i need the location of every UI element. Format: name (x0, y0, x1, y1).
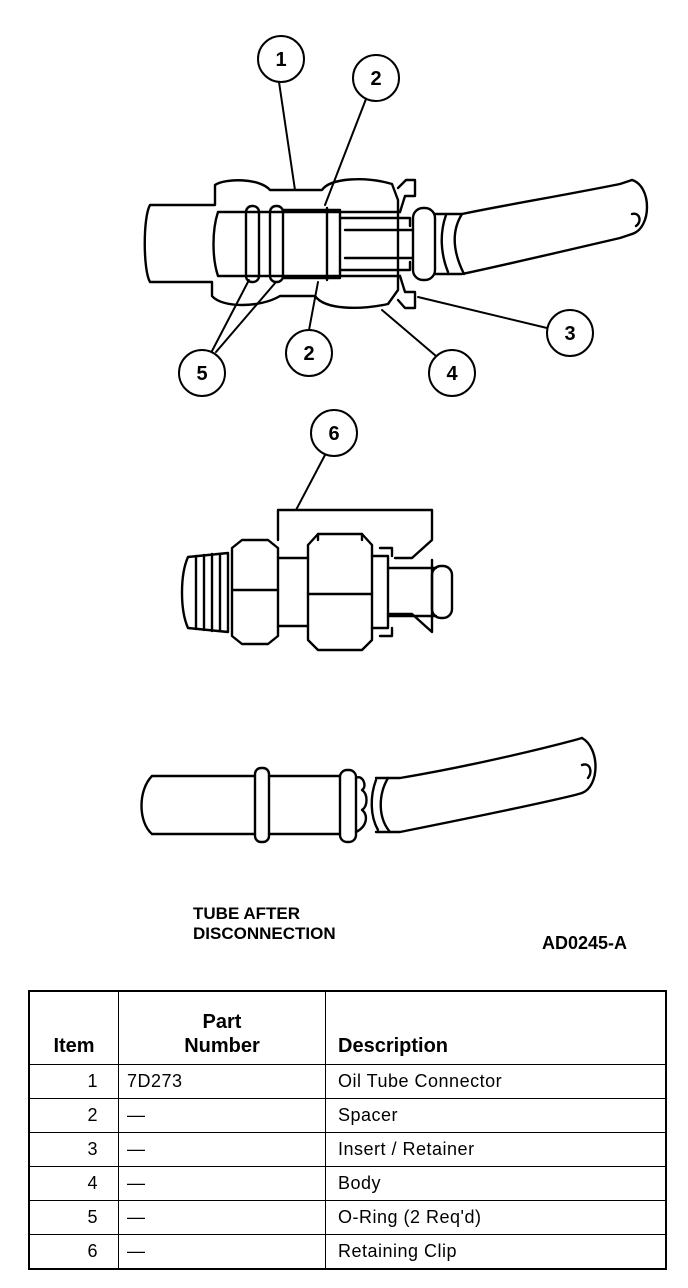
callout-label: 2 (370, 68, 381, 90)
row-part-number: — (118, 1098, 326, 1133)
callout-label: 6 (328, 423, 339, 445)
callout-labels: 1 2 2 3 4 5 6 (196, 49, 575, 445)
callout-group (178, 35, 594, 511)
connector-diagram: 1 2 2 3 4 5 6 (140, 35, 649, 844)
figure-code: AD0245-A (542, 933, 628, 953)
parts-table: Item Part Number Description 1 7D273 Oil… (28, 990, 667, 1270)
table-row: 1 7D273 Oil Tube Connector (28, 1064, 667, 1099)
header-item: Item (28, 990, 119, 1065)
callout-1 (257, 35, 305, 83)
table-row: 3 — Insert / Retainer (28, 1132, 667, 1167)
table-row: 4 — Body (28, 1166, 667, 1201)
header-part-number: Part Number (118, 990, 326, 1065)
retaining-clip-drawing (180, 508, 454, 652)
table-row: 2 — Spacer (28, 1098, 667, 1133)
row-item: 4 (28, 1166, 119, 1201)
callout-label: 2 (303, 343, 314, 365)
caption-line: DISCONNECTION (193, 924, 336, 943)
header-part-number-line: Part (202, 1011, 242, 1033)
table-row: 6 — Retaining Clip (28, 1234, 667, 1270)
row-part-number: — (118, 1132, 326, 1167)
row-description: Body (325, 1166, 667, 1201)
row-part-number: — (118, 1234, 326, 1270)
header-description: Description (325, 990, 667, 1065)
callout-2-top (352, 54, 400, 102)
callout-6 (310, 409, 358, 457)
row-description: Retaining Clip (325, 1234, 667, 1270)
disconnected-tube-drawing (140, 736, 597, 844)
row-item: 1 (28, 1064, 119, 1099)
callout-4 (428, 349, 476, 397)
callout-3 (546, 309, 594, 357)
callout-5 (178, 349, 226, 397)
row-item: 3 (28, 1132, 119, 1167)
row-description: Oil Tube Connector (325, 1064, 667, 1099)
callout-label: 3 (564, 323, 575, 345)
row-item: 2 (28, 1098, 119, 1133)
disconnection-caption: TUBE AFTER DISCONNECTION (193, 904, 336, 944)
assembled-connector-drawing (143, 178, 649, 310)
callout-label: 1 (275, 49, 286, 71)
row-part-number: 7D273 (118, 1064, 326, 1099)
row-part-number: — (118, 1166, 326, 1201)
row-part-number: — (118, 1200, 326, 1235)
callout-label: 5 (196, 363, 207, 385)
row-description: Insert / Retainer (325, 1132, 667, 1167)
row-description: Spacer (325, 1098, 667, 1133)
callout-label: 4 (446, 363, 458, 385)
header-part-number-line: Number (184, 1035, 260, 1057)
row-item: 5 (28, 1200, 119, 1235)
caption-line: TUBE AFTER (193, 904, 301, 923)
table-row: 5 — O-Ring (2 Req'd) (28, 1200, 667, 1235)
table-header-row: Item Part Number Description (28, 990, 667, 1065)
row-item: 6 (28, 1234, 119, 1270)
row-description: O-Ring (2 Req'd) (325, 1200, 667, 1235)
